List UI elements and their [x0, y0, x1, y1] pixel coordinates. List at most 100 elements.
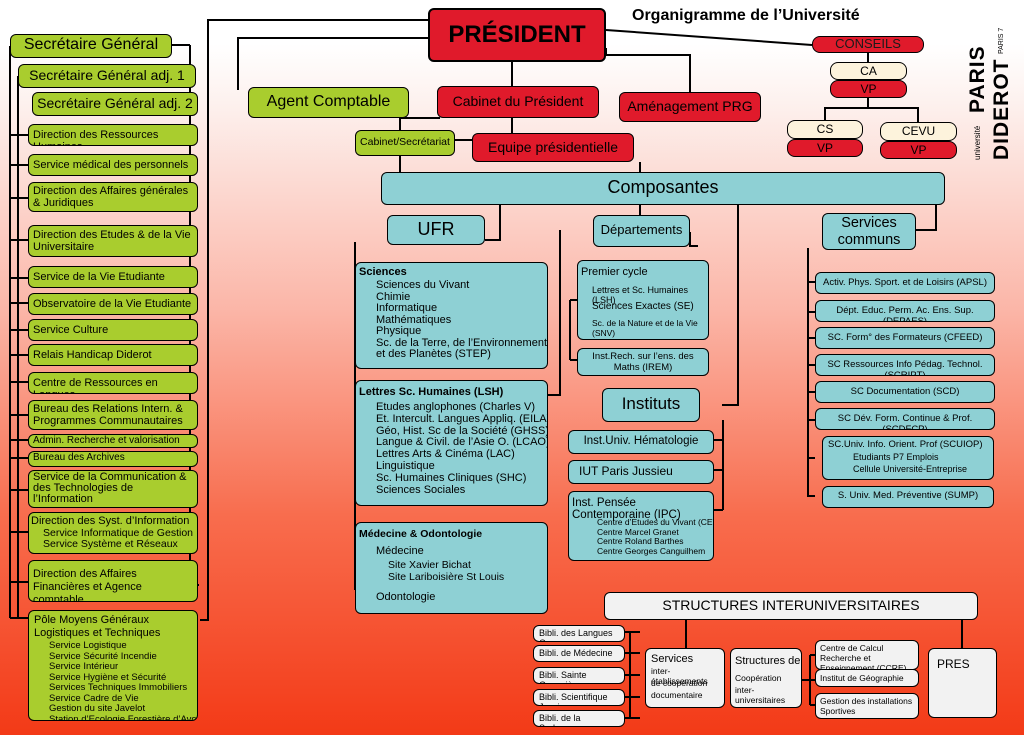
medecine-box: Médecine & Odontologie Médecine Site Xav…: [355, 522, 548, 614]
ipc-lines: Centre d’Etudes du Vivant (CEV)Centre Ma…: [597, 517, 714, 556]
services-inter-title: Services: [651, 653, 694, 665]
sciences-title: Sciences: [359, 266, 407, 278]
cevu-vp-label: VP: [910, 143, 927, 157]
scuiop-title: SC.Univ. Info. Orient. Prof (SCUIOP): [828, 439, 983, 450]
cs-label: CS: [816, 122, 834, 136]
premier-cycle-line-1: Lettres et Sc. Humaines (LSH): [592, 285, 689, 305]
bibli-item-4: Bibli. Scientifique Jussieu: [533, 689, 625, 706]
left-item-4: Direction des Etudes & de la Vie Univers…: [28, 225, 198, 257]
irem-label: Inst.Rech. sur l’ens. des Maths (IREM): [592, 351, 694, 373]
dsi-title: Direction des Syst. d’Information: [31, 515, 190, 527]
bibli-item-1: Bibli. des Langues O.: [533, 625, 625, 642]
sciences-line-7: et des Planètes (STEP): [376, 348, 491, 360]
dsi-line-2: Service Système et Réseaux: [43, 538, 178, 550]
services-inter-line-2: de coopération: [651, 678, 708, 688]
pole-line-1: Service Logistique: [49, 640, 127, 651]
sc-item-6: SC Dév. Form. Continue & Prof. (SCDFCP): [815, 408, 995, 430]
left-item-12: Bureau des Archives: [28, 451, 198, 467]
conseils-box: CONSEILS: [812, 36, 924, 53]
left-item-5: Service de la Vie Etudiante: [28, 266, 198, 288]
sc-item-3-label: SC. Form° des Formateurs (CFEED): [827, 332, 983, 343]
services-inter-line-3: documentaire: [651, 690, 703, 700]
pole-line-7: Gestion du site Javelot: [49, 703, 146, 714]
sg-adj1-box: Secrétaire Général adj. 1: [18, 64, 196, 88]
amenagement-box: Aménagement PRG: [619, 92, 761, 122]
left-item-6-label: Observatoire de la Vie Etudiante: [33, 297, 192, 310]
coop-item-2-label: Institut de Géographie: [820, 673, 904, 683]
structures-de-title: Structures de: [735, 655, 801, 667]
equipe-box: Equipe présidentielle: [472, 133, 634, 162]
cabinet-label: Cabinet du Président: [452, 93, 584, 109]
bibli-item-2: Bibli. de Médecine: [533, 645, 625, 662]
page-title: Organigramme de l’Université: [632, 7, 860, 24]
left-item-3: Direction des Affaires générales & Jurid…: [28, 182, 198, 212]
ipc-line-2: Centre Marcel Granet: [597, 526, 679, 537]
sg-label: Secrétaire Général: [23, 36, 159, 53]
services-inter-box: Services inter-établissements de coopéra…: [645, 648, 725, 708]
bibli-item-3: Bibli. Sainte Geneviève: [533, 667, 625, 684]
sg-adj2-label: Secrétaire Général adj. 2: [37, 95, 193, 111]
daf-box: Direction des Affaires Financières et Ag…: [28, 560, 198, 602]
left-item-8: Relais Handicap Diderot: [28, 344, 198, 366]
left-item-10: Bureau des Relations Intern. & Programme…: [28, 400, 198, 430]
conseils-label: CONSEILS: [835, 36, 901, 51]
left-item-7: Service Culture: [28, 319, 198, 341]
irem-box: Inst.Rech. sur l’ens. des Maths (IREM): [577, 348, 709, 376]
left-item-9: Centre de Ressources en Langues: [28, 372, 198, 394]
pole-line-3: Service Intérieur: [49, 661, 119, 672]
sciences-line-1: Sciences du Vivant: [376, 279, 470, 291]
sciences-line-4: Mathématiques: [376, 313, 452, 326]
sc-item-1-label: Activ. Phys. Sport. et de Loisirs (APSL): [822, 277, 988, 288]
agent-comptable-box: Agent Comptable: [248, 87, 409, 118]
president-box: PRÉSIDENT: [428, 8, 606, 62]
medecine-sub: Médecine: [376, 545, 424, 557]
structures-de-line-1: Coopération: [735, 673, 782, 683]
pole-line-2: Service Sécurité Incendie: [49, 650, 157, 662]
structures-de-box: Structures de Coopération inter-universi…: [730, 648, 802, 708]
instituts-label: Instituts: [621, 394, 681, 413]
cabinet-secretariat-label: Cabinet/Secrétariat: [360, 136, 450, 148]
sc-item-3: SC. Form° des Formateurs (CFEED): [815, 327, 995, 349]
agent-comptable-label: Agent Comptable: [266, 93, 391, 110]
amenagement-label: Aménagement PRG: [627, 98, 753, 114]
medecine-line-2: Site Lariboisière St Louis: [388, 571, 505, 583]
lsh-title: Lettres Sc. Humaines (LSH): [359, 386, 504, 398]
bibli-item-5: Bibli. de la Sorbonne: [533, 710, 625, 727]
pole-line-5: Services Techniques Immobiliers: [49, 682, 188, 693]
left-item-2: Service médical des personnels: [28, 154, 198, 176]
left-item-3-label: Direction des Affaires générales & Jurid…: [33, 184, 189, 209]
cevu-box: CEVU: [880, 122, 957, 141]
pole-line-4: Service Hygiène et Sécurité: [49, 671, 167, 683]
pole-line-8: Station d’Ecologie Forestière d’Avon: [49, 713, 198, 721]
ca-label: CA: [860, 64, 877, 78]
ipc-line-4: Centre Georges Canguilhem: [597, 545, 706, 556]
ipc-line-1: Centre d’Etudes du Vivant (CEV): [597, 517, 714, 527]
services-inter-line-1: inter-établissements: [651, 666, 708, 686]
services-communs-label: Services communs: [837, 215, 901, 248]
ca-box: CA: [830, 62, 907, 80]
lsh-lines: Etudes anglophones (Charles V)Et. Interc…: [376, 401, 547, 496]
scuiop-line-1: Etudiants P7 Emplois: [853, 452, 939, 462]
lsh-line-5: Lettres Arts & Cinéma (LAC): [376, 448, 515, 461]
sciences-line-2: Chimie: [376, 290, 411, 303]
scuiop-line-2: Cellule Université-Entreprise: [853, 464, 968, 474]
sc-item-5-label: SC Documentation (SCD): [850, 386, 960, 397]
ipc-box: Inst. Pensée Contemporaine (IPC) Centre …: [568, 491, 714, 561]
bibli-item-4-label: Bibli. Scientifique Jussieu: [539, 692, 608, 705]
cs-vp-label: VP: [816, 141, 833, 155]
lsh-box: Lettres Sc. Humaines (LSH) Etudes anglop…: [355, 380, 548, 506]
instituts-box: Instituts: [602, 388, 700, 422]
sg-adj1-label: Secrétaire Général adj. 1: [29, 67, 185, 83]
bibli-item-5-label: Bibli. de la Sorbonne: [539, 713, 581, 726]
ufr-label: UFR: [417, 219, 455, 239]
logo-small-2: PARIS 7: [998, 27, 1005, 55]
bibli-item-2-label: Bibli. de Médecine: [539, 648, 613, 658]
cabinet-secretariat-box: Cabinet/Secrétariat: [355, 130, 455, 156]
premier-cycle-title: Premier cycle: [581, 266, 648, 278]
cevu-label: CEVU: [901, 124, 936, 138]
president-label: PRÉSIDENT: [448, 21, 586, 48]
left-item-6: Observatoire de la Vie Etudiante: [28, 293, 198, 315]
